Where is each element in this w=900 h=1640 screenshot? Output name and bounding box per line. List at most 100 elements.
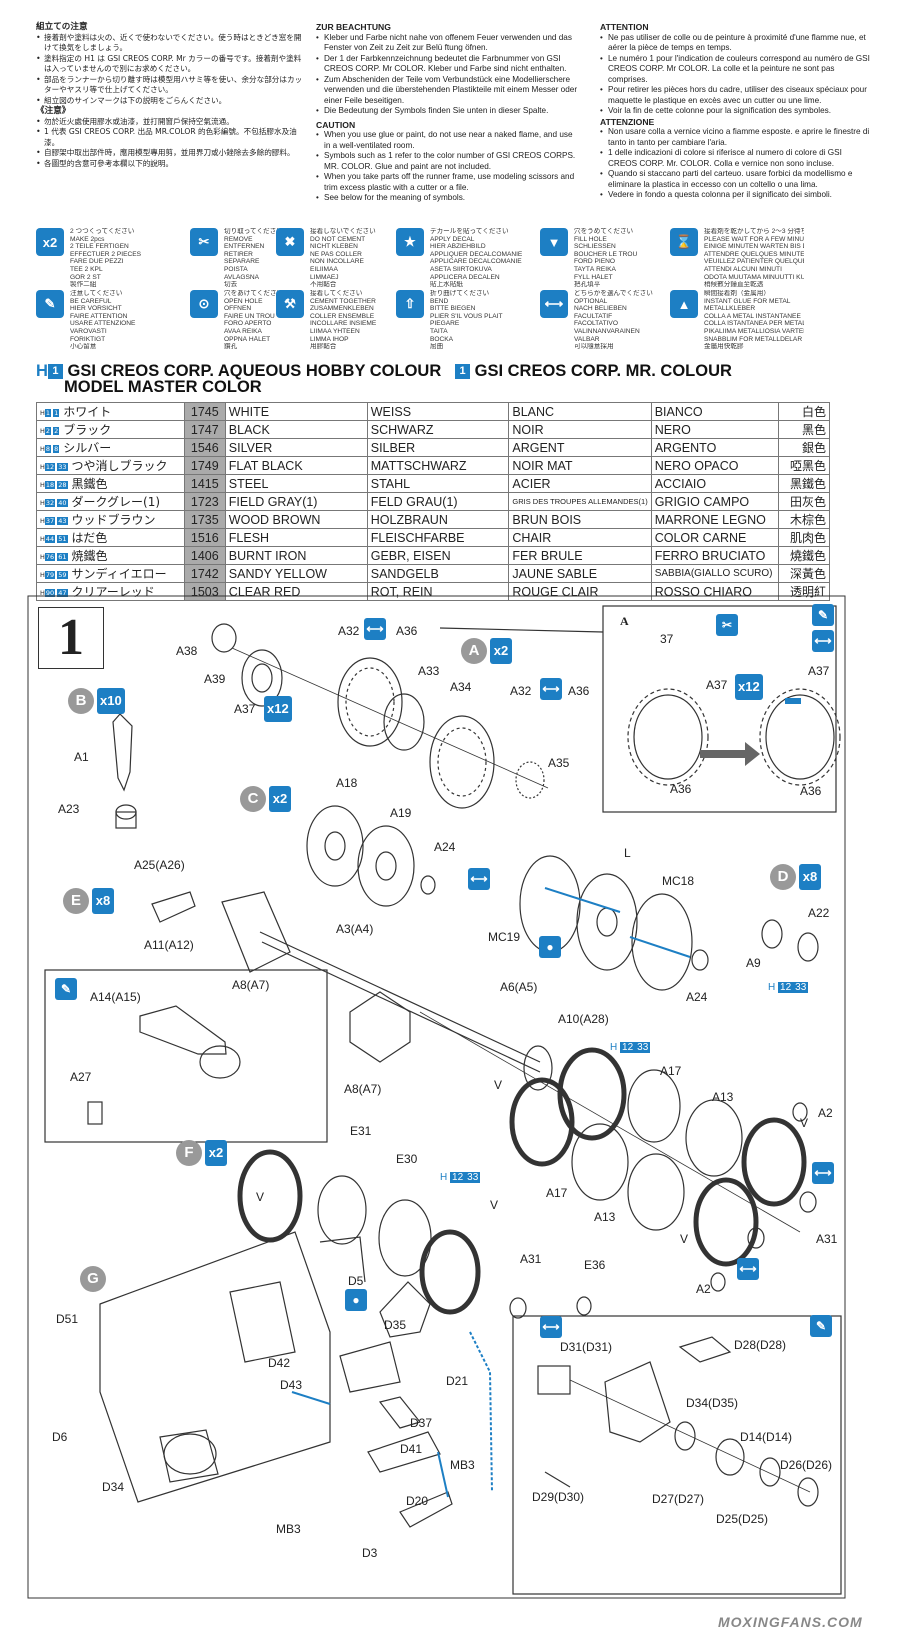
symbol-text-line: 切り取ってください [224,228,283,235]
color-name-italian: FERRO BRUCIATO [650,546,780,565]
part-label: A35 [548,756,570,770]
part-label: A36 [800,784,822,798]
symbol-text-line: FACULTATIF [574,312,613,320]
model-master-code: 1406 [183,546,226,565]
symbol-text-line: EFFECTUER 2 PIECES [70,250,142,258]
color-name-chinese: 深黃色 [778,564,830,583]
symbol-text-line: TAYTÄ REIKA [574,265,616,273]
part-label: V [256,1190,265,1204]
symbol-text-line: ASETA SIIRTOKUVA [430,265,492,273]
inset-label-a: A [620,614,629,628]
part-label: D51 [56,1312,79,1326]
apply-decal-icon: ★ [396,228,424,256]
color-name-french: CHAIR [508,528,652,547]
warning-item: Pour retirer les pièces hors du cadre, u… [600,85,870,106]
color-name-chinese: 銀色 [778,438,830,457]
symbol-text-line: COLLA A METAL INSTANTANEE [704,312,801,320]
symbol-text-line: FAIRE UN TROU [224,312,275,320]
part-label: A36 [568,684,590,698]
color-name-italian: ACCIAIO [650,474,780,493]
model-master-title: MODEL MASTER COLOR [64,378,262,396]
part-label: E30 [396,1152,418,1166]
optional-icon: ⟷ [812,630,834,652]
symbol-text-line: TAITA [430,327,448,335]
symbol-text-line: BOUCHER LE TROU [574,250,638,258]
model-master-code: 1415 [183,474,226,493]
model-master-code: 1735 [183,510,226,529]
color-code-badge: H79 59 [40,571,68,579]
warning-title: 組立ての注意 [36,22,88,32]
symbol-text-line: 折り曲げてください [430,290,490,297]
part-label: A33 [418,664,440,678]
warning-item: 1 delle indicazioni di colore si riferis… [600,148,870,169]
symbol-text-line: OPTIONAL [574,297,608,305]
part-label: MC18 [662,874,695,888]
symbol-text-line: EINIGE MINUTEN WARTEN BIS DER KLEBSTOFF … [704,243,804,251]
symbol-text-line: 2 TEILE FERTIGEN [70,243,129,251]
color-name-german: FLEISCHFARBE [366,528,510,547]
symbol-text-line: LIMMAEJ [310,273,339,281]
assembly-diagram: 1 A x2 B x10 C x2 D x8 E x8 F x2 G x12 x… [0,592,900,1640]
color-name-german: FELD GRAU(1) [366,492,510,511]
symbol-text-line: どちらかを選んでください [574,290,653,297]
part-label: A13 [594,1210,616,1224]
symbol-text-line: SNABBLIM FÖR METALLDELAR [704,335,803,343]
symbol-text-line: 2 つつくってください [70,228,135,235]
part-label: A27 [70,1070,92,1084]
symbol-text-line: EILIIMAA [310,265,338,273]
color-name-italian: ARGENTO [650,438,780,457]
aqueous-h-label: H [36,362,48,380]
aqueous-colour-title: GSI CREOS CORP. AQUEOUS HOBBY COLOUR [67,362,442,380]
color-name-german: SCHWARZ [366,420,510,439]
symbol-text-line: ODOTA MUUTAMA MINUUTTI KUNNES KUIVUNUT [704,273,804,281]
part-label: A10(A28) [558,1012,609,1026]
symbol-text-line: 製作二組 [70,281,97,289]
color-name-french: ARGENT [508,438,652,457]
part-label: A8(A7) [344,1082,382,1096]
color-name-french: GRIS DES TROUPES ALLEMANDES(1) [508,492,652,511]
optional-icon: ⟷ [737,1258,759,1280]
subassembly-a-badge: A [461,638,487,664]
subassembly-c-multiplier: x2 [269,786,291,812]
symbol-text-line: SCHLIESSEN [574,243,616,251]
warning-item: 塗料指定の H1 は GSI CREOS CORP. Mr カラーの番号です。接… [36,54,306,75]
symbol-text-line: HIER ABZIEHBILD [430,243,486,251]
paint-drop-icon: ● [345,1289,367,1311]
symbol-text-line: AVAA REIKA [224,327,262,335]
part-label: A3(A4) [336,922,374,936]
part-label: A34 [450,680,472,694]
symbol-text-line: FARE DUE PEZZI [70,258,124,266]
symbol-text-line: 瞬間接着剤（金属用） [704,290,770,297]
color-name-french: BLANC [508,402,652,421]
fill-hole-icon: ▼ [540,228,568,256]
symbol-text-line: 注意してください [70,290,123,297]
symbol-text-line: BE CAREFUL [70,297,112,305]
symbol-text-line: ATTENDI ALCUNI MINUTI [704,265,782,273]
symbol-text-line: 小心留意 [70,343,97,351]
warning-title: ATTENZIONE [600,116,655,127]
color-name-chinese: 白色 [778,402,830,421]
subassembly-e-multiplier: x8 [92,888,114,914]
color-name-chinese: 黑色 [778,420,830,439]
part-a37-multiplier: x12 [264,696,292,722]
warning-item: Die Bedeutung der Symbols finden Sie unt… [316,106,578,117]
optional-icon: ⟷ [540,678,562,700]
warning-title: ATTENTION [600,22,649,32]
color-name-english: FLESH [224,528,368,547]
symbol-text-line: BEND [430,297,449,305]
symbol-text-line: デカールを貼ってください [430,228,509,235]
warning-item: See below for the meaning of symbols. [316,193,578,204]
part-label: A37 [234,702,256,716]
color-name-english: FLAT BLACK [224,456,368,475]
part-label: V [494,1078,503,1092]
color-name-italian: COLOR CARNE [650,528,780,547]
instant-glue-icon: ▲ [670,290,698,318]
